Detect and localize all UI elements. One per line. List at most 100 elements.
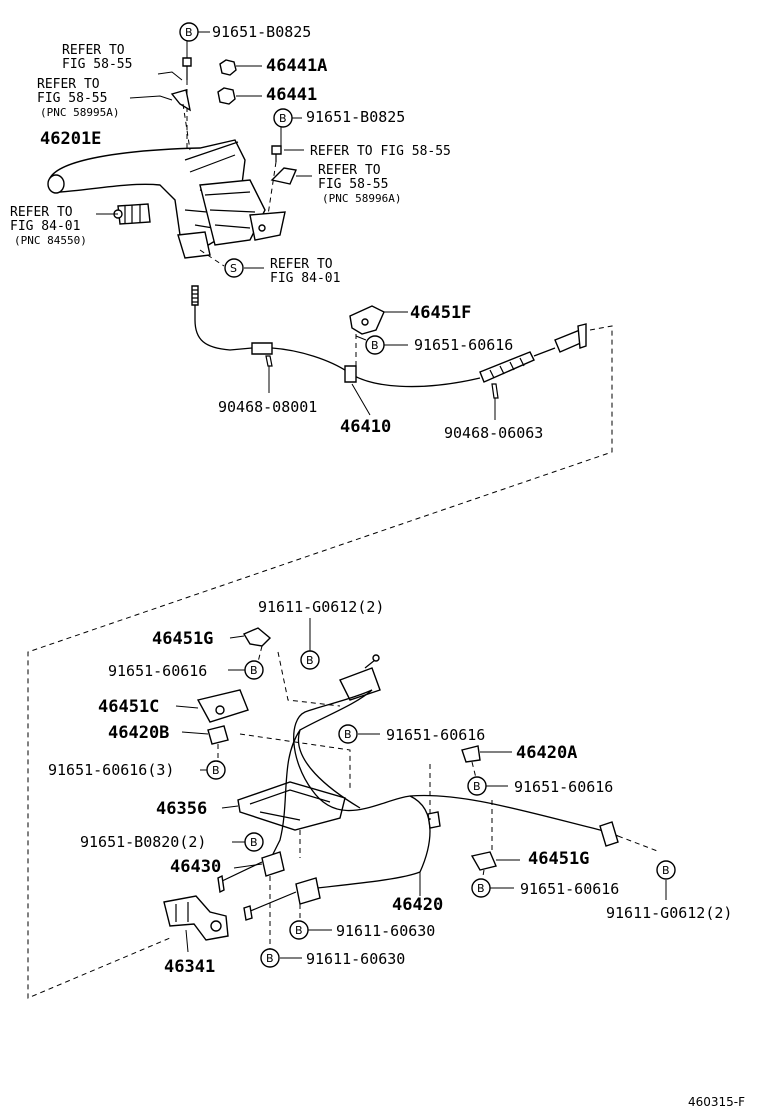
label-pnc-58996a: (PNC 58996A) [322, 192, 401, 205]
bolt-marker-label: B [295, 924, 303, 937]
bolt-marker-label: B [371, 339, 379, 352]
label-91651-60616-3: 91651-60616(3) [48, 761, 174, 779]
label-refer-to: REFER TO [270, 257, 333, 272]
clip-90468-08001 [265, 355, 273, 393]
label-46430: 46430 [170, 857, 221, 877]
label-refer-to: REFER TO [318, 163, 381, 178]
bracket-46451f [349, 305, 385, 366]
label-90468-06063: 90468-06063 [444, 424, 543, 442]
bolt-marker-label: B [250, 664, 258, 677]
bracket-58996a [270, 167, 297, 185]
bolt-marker [273, 108, 293, 128]
label-46441a: 46441A [266, 56, 327, 76]
bolt-marker [338, 724, 358, 744]
bolt-marker-label: B [662, 864, 670, 877]
label-91611-60630: 91611-60630 [336, 922, 435, 940]
label-refer-to: REFER TO [10, 205, 73, 220]
upper-markers: B B S B [179, 22, 385, 355]
bolt-marker-label: B [473, 780, 481, 793]
equalizer-bracket [339, 654, 381, 701]
bolt-marker [365, 335, 385, 355]
bolt-marker-label: B [279, 112, 287, 125]
upper-assembly [27, 57, 613, 999]
bolt-marker-label: B [250, 836, 258, 849]
label-46410: 46410 [340, 417, 391, 437]
switch-connector [113, 203, 151, 225]
label-46451g-top: 46451G [152, 629, 213, 649]
label-pnc-58995a: (PNC 58995A) [40, 106, 119, 119]
label-46420: 46420 [392, 895, 443, 915]
label-91651-60616: 91651-60616 [520, 880, 619, 898]
label-fig-58-55: FIG 58-55 [37, 91, 107, 106]
label-fig-84-01: FIG 84-01 [270, 271, 340, 286]
bolt-marker-label: B [477, 882, 485, 895]
label-91651-60616: 91651-60616 [108, 662, 207, 680]
screw-marker [199, 249, 225, 267]
front-cable-46410 [191, 285, 587, 388]
bolt-marker [289, 920, 309, 940]
bracket-46451g-top [242, 627, 272, 663]
bolt-marker [260, 948, 280, 968]
screw-marker-label: S [230, 262, 237, 275]
bolt-marker-label: B [212, 764, 220, 777]
label-91611-60630: 91611-60630 [306, 950, 405, 968]
bracket-58995a [170, 89, 191, 151]
bracket-46451g-bottom [470, 851, 497, 883]
bolt-marker [656, 860, 676, 880]
upper-leaders [96, 31, 408, 346]
bolt-marker [244, 832, 264, 852]
lower-labels: 91611-G0612(2) 46451G 91651-60616 46451C… [48, 598, 732, 977]
label-refer-to-fig-58-55: REFER TO FIG 58-55 [310, 144, 451, 159]
label-46420a: 46420A [516, 743, 577, 763]
clip-46420b [207, 725, 229, 762]
nut-46441 [217, 87, 236, 105]
figure-code: 460315-F [688, 1095, 745, 1109]
label-91651-60616: 91651-60616 [414, 336, 513, 354]
bolt-marker [179, 22, 199, 42]
bracket-46451c [196, 689, 249, 723]
lower-markers: B B B B B B B B B B [206, 650, 676, 968]
label-91651-b0820-2: 91651-B0820(2) [80, 833, 206, 851]
bolt-marker-label: B [306, 654, 314, 667]
label-91611-g0612-top: 91611-G0612(2) [258, 598, 384, 616]
label-46341: 46341 [164, 957, 215, 977]
label-46201e: 46201E [40, 129, 101, 149]
label-91651-b0825-mid: 91651-B0825 [306, 108, 405, 126]
rear-cables [217, 689, 661, 921]
upper-labels: 91651-B0825 REFER TO FIG 58-55 REFER TO … [10, 23, 543, 442]
label-46451g-bottom: 46451G [528, 849, 589, 869]
plate-46356 [237, 781, 346, 831]
bolt-marker [300, 650, 320, 670]
label-91651-b0825-top: 91651-B0825 [212, 23, 311, 41]
bolt-marker [471, 878, 491, 898]
nut-46441a [219, 59, 237, 76]
bolt-91651-b0825-mid [267, 145, 282, 216]
label-91611-g0612-bottom: 91611-G0612(2) [606, 904, 732, 922]
label-refer-to: REFER TO [37, 77, 100, 92]
clamp-46341 [163, 895, 229, 941]
label-pnc-84550: (PNC 84550) [14, 234, 87, 247]
clip-46420a [461, 745, 481, 779]
label-46451f: 46451F [410, 303, 471, 323]
bolt-marker [467, 776, 487, 796]
label-fig-58-55: FIG 58-55 [318, 177, 388, 192]
label-90468-08001: 90468-08001 [218, 398, 317, 416]
clip-90468-06063 [491, 383, 499, 420]
label-fig-58-55: FIG 58-55 [62, 57, 132, 72]
label-fig-84-01: FIG 84-01 [10, 219, 80, 234]
label-91651-60616: 91651-60616 [514, 778, 613, 796]
bolt-marker-label: B [344, 728, 352, 741]
bolt-marker [244, 660, 264, 680]
bolt-marker [206, 760, 226, 780]
label-46451c: 46451C [98, 697, 159, 717]
label-46441: 46441 [266, 85, 317, 105]
label-46356: 46356 [156, 799, 207, 819]
bolt-marker-label: B [185, 26, 193, 39]
label-refer-to: REFER TO [62, 43, 125, 58]
lower-assembly [163, 627, 661, 954]
screw-marker-circle [224, 258, 244, 278]
label-91651-60616: 91651-60616 [386, 726, 485, 744]
label-46420b: 46420B [108, 723, 169, 743]
bolt-marker-label: B [266, 952, 274, 965]
